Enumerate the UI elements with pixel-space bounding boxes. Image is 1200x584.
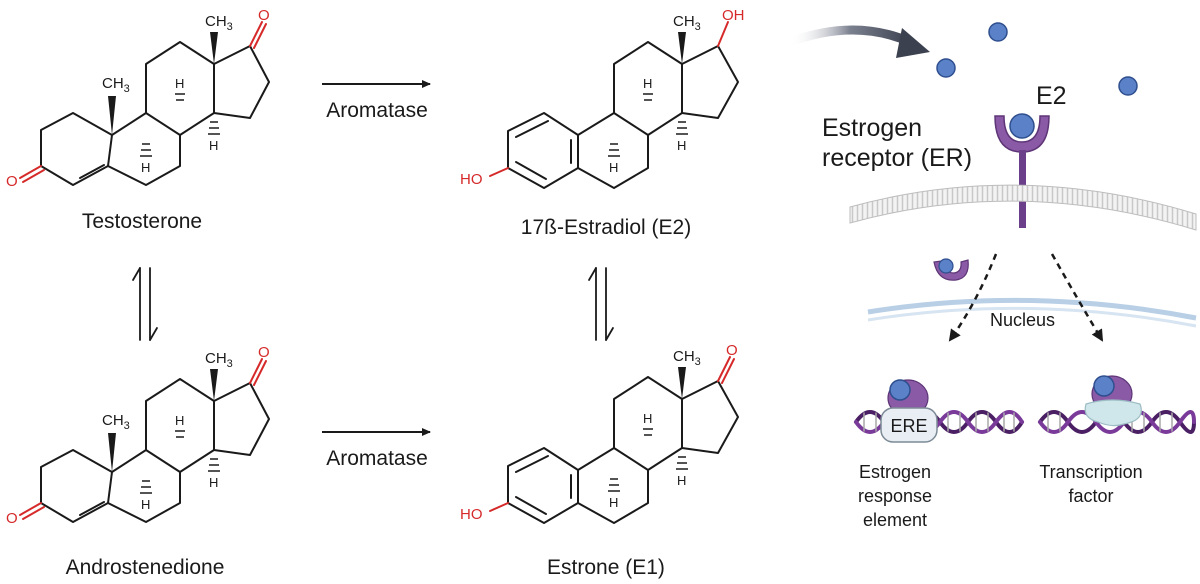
estradiol-ho: HO [460, 171, 483, 188]
androstenedione-structure: O O CH3 CH3 H H H [6, 344, 270, 527]
androstenedione-methyl-top: CH3 [205, 350, 233, 370]
nucleus-label: Nucleus [990, 310, 1055, 330]
estrone-h3: H [677, 473, 686, 488]
estradiol-h1: H [609, 160, 618, 175]
free-receptor-icon [933, 258, 969, 281]
pathway-arrow-tf [1050, 253, 1104, 342]
estrone-methyl-top: CH3 [673, 348, 701, 368]
testosterone-methyl-mid: CH3 [102, 75, 130, 95]
ere-caption-line3: element [863, 510, 927, 530]
testosterone-h2: H [175, 76, 184, 91]
estrone-h1: H [609, 495, 618, 510]
estrone-structure: HO O CH3 H H H [460, 342, 739, 524]
testosterone-o-top: O [258, 7, 270, 24]
equilibrium-arrows-middle [588, 267, 614, 341]
testosterone-name: Testosterone [82, 210, 202, 233]
ere-box-label: ERE [890, 416, 927, 436]
estrone-name: Estrone (E1) [547, 556, 665, 579]
receptor-label-line2: receptor (ER) [822, 144, 972, 172]
tf-caption-line2: factor [1068, 486, 1113, 506]
androstenedione-o-top: O [258, 344, 270, 361]
testosterone-h3: H [209, 138, 218, 153]
transcription-factor-complex [1084, 375, 1142, 427]
nuclear-membrane [867, 297, 1197, 321]
estradiol-name: 17ß-Estradiol (E2) [521, 216, 691, 239]
aromatase-label-top: Aromatase [326, 99, 428, 122]
estrone-o-top: O [726, 342, 738, 359]
estrone-h2: H [643, 411, 652, 426]
ere-caption-line2: response [858, 486, 932, 506]
ere-complex [880, 379, 938, 443]
receptor-label-line1: Estrogen [822, 114, 922, 142]
cell-membrane [849, 184, 1197, 231]
estradiol-structure: HO OH CH3 H H H [460, 7, 745, 189]
e2-ligand-dot [988, 22, 1008, 42]
pathway-arrow-ere [948, 253, 998, 342]
estradiol-h3: H [677, 138, 686, 153]
ere-caption-line1: Estrogen [859, 462, 931, 482]
testosterone-structure: O O CH3 CH3 H H H [6, 7, 270, 190]
equilibrium-arrows-left [132, 267, 158, 341]
testosterone-h1: H [141, 160, 150, 175]
androstenedione-h2: H [175, 413, 184, 428]
entry-swoosh-arrow [785, 25, 930, 58]
androstenedione-o-left: O [6, 510, 18, 527]
e2-ligand-label: E2 [1036, 82, 1067, 110]
androstenedione-h3: H [209, 475, 218, 490]
estradiol-oh: OH [722, 7, 745, 24]
testosterone-o-left: O [6, 173, 18, 190]
androstenedione-h1: H [141, 497, 150, 512]
aromatase-label-bottom: Aromatase [326, 447, 428, 470]
estradiol-methyl-top: CH3 [673, 13, 701, 33]
e2-ligand-dot [936, 58, 956, 78]
e2-ligand-dot [1118, 76, 1138, 96]
androstenedione-name: Androstenedione [66, 556, 225, 579]
estradiol-h2: H [643, 76, 652, 91]
tf-caption-line1: Transcription [1039, 462, 1142, 482]
testosterone-methyl-top: CH3 [205, 13, 233, 33]
estrogen-receptor-icon [994, 113, 1050, 228]
androstenedione-methyl-mid: CH3 [102, 412, 130, 432]
estrone-ho: HO [460, 506, 483, 523]
